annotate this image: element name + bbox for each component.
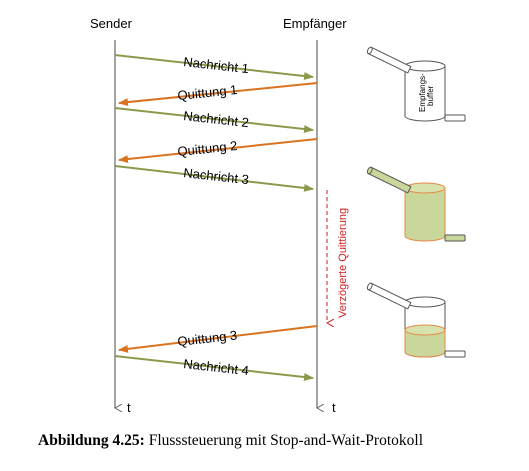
receiver-label: Empfänger: [283, 16, 347, 31]
message-1-arrow: [114, 54, 314, 80]
message-3-label: Nachricht 3: [183, 165, 250, 187]
buffer-partial-icon: [366, 282, 466, 358]
buffer-empty-icon: Empfangs- buffer: [366, 46, 466, 122]
ack-1-label: Quittung 1: [177, 82, 238, 103]
ack-2-arrow: [118, 138, 318, 164]
ack-1-arrow: [118, 82, 318, 107]
message-2-label: Nachricht 2: [183, 108, 250, 130]
buffer-label-line1: Empfangs-: [418, 73, 427, 112]
sender-label: Sender: [90, 16, 133, 31]
ack-3-label: Quittung 3: [177, 327, 238, 348]
caption-prefix: Abbildung 4.25:: [38, 432, 145, 449]
caption-text: Flusssteuerung mit Stop-and-Wait-Protoko…: [148, 432, 423, 449]
figure-caption: Abbildung 4.25: Flusssteuerung mit Stop-…: [38, 432, 423, 450]
ack-2-label: Quittung 2: [177, 138, 238, 159]
message-2-arrow: [114, 107, 314, 133]
message-3-arrow: [114, 165, 314, 192]
delay-label: Verzögerte Quittierung: [337, 208, 349, 318]
message-1-label: Nachricht 1: [183, 54, 250, 76]
buffer-label-line2: buffer: [426, 85, 435, 106]
message-4-label: Nachricht 4: [183, 356, 250, 378]
stop-and-wait-diagram: Sender Empfänger t t Nachricht 1 Quittun…: [90, 16, 466, 415]
message-4-arrow: [114, 355, 314, 381]
receiver-time-label: t: [332, 400, 336, 415]
sender-time-label: t: [127, 400, 131, 415]
buffer-full-icon: [366, 166, 466, 242]
ack-3-arrow: [118, 325, 318, 353]
